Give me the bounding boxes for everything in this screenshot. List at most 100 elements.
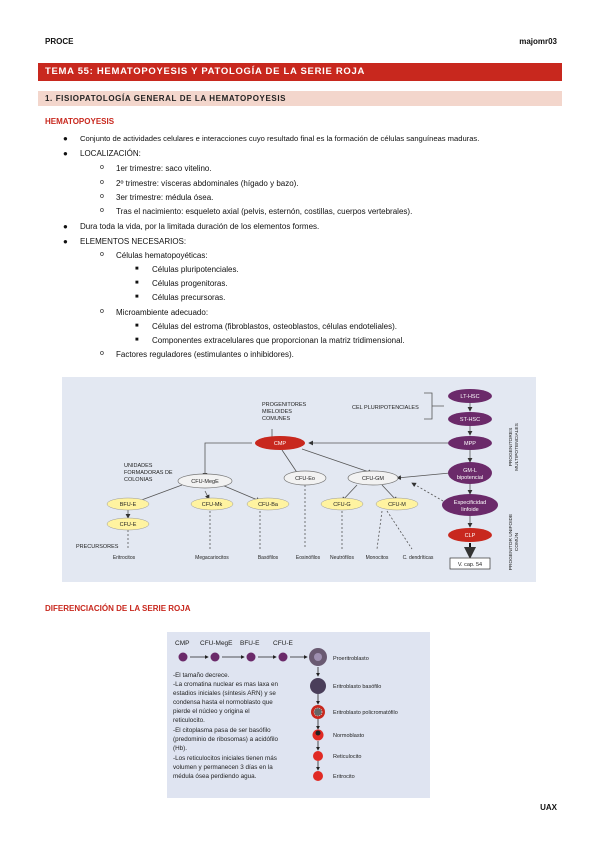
gml-label: GM-L (463, 468, 477, 474)
bottom-cell-label: Basófilos (258, 555, 279, 561)
progenitores-label: PROGENITORES (262, 402, 307, 408)
progenitores-label: MIELOIDES (262, 409, 292, 415)
bullet-dot-icon: ● (63, 222, 68, 231)
precursores-label: PRECURSORES (76, 544, 119, 550)
bullet-text: Tras el nacimiento: esqueleto axial (pel… (116, 207, 413, 216)
stage-label: Normoblasto (333, 733, 364, 739)
bottom-cell-label: C. dendríticas (403, 555, 434, 561)
cfu-m-label: CFU-M (388, 502, 406, 508)
bullet-dot-icon: ● (63, 134, 68, 143)
cfu-mk-cell (190, 497, 234, 511)
unidades-label: COLONIAS (124, 477, 153, 483)
note-line: volumen y permanecen 3 días en la (173, 764, 273, 771)
cfu-e-label: CFU-E (120, 522, 137, 528)
note-line: -Los reticulocitos iniciales tienen más (173, 755, 277, 762)
st-hsc-cell (448, 412, 492, 426)
eritrocito-cell (313, 771, 323, 781)
subheading-serie-roja: DIFERENCIACIÓN DE LA SERIE ROJA (45, 604, 191, 613)
bullet-text: 3er trimestre: médula ósea. (116, 193, 214, 202)
clp-cell (448, 528, 492, 542)
cmp-cell (255, 436, 305, 450)
bullet-circle-icon: o (100, 179, 104, 186)
stage-label: Reticulocito (333, 754, 361, 760)
note-line: -El citoplasma pasa de ser basófilo (173, 727, 271, 734)
cfu-mege-label: CFU-MegE (191, 479, 219, 485)
cmp-dot (178, 652, 188, 662)
bottom-cell-label: Eritrocitos (113, 555, 136, 561)
bullet-text: Conjunto de actividades celulares e inte… (80, 134, 480, 143)
stage-label: Eritroblasto basófilo (333, 684, 381, 690)
policromatofilo-nucleus (313, 707, 323, 717)
bullet-circle-icon: o (100, 193, 104, 200)
note-line: (predominio de ribosomas) a acidófilo (173, 736, 278, 743)
bfu-e-dot (246, 652, 256, 662)
bfu-e-cell (106, 497, 150, 511)
bullet-text: ELEMENTOS NECESARIOS: (80, 237, 187, 246)
progenitores-multi-label: PROGENITORES (508, 428, 514, 467)
note-line: condensa hasta el normoblasto que (173, 699, 273, 706)
vcap-box (449, 557, 491, 570)
cfu-eo-label: CFU-Eo (295, 476, 315, 482)
cel-pluri-label: CEL PLURIPOTENCIALES (352, 405, 419, 411)
stage-top-label: CFU-MegE (200, 640, 233, 647)
gml-label: bipotencial (457, 475, 483, 481)
mpp-cell (448, 436, 492, 450)
bullet-text: 2º trimestre: vísceras abdominales (híga… (116, 179, 299, 188)
bullet-text: Células hematopoyéticas: (116, 251, 208, 260)
bullet-circle-icon: o (100, 308, 104, 315)
st-hsc-label: ST-HSC (460, 417, 480, 423)
stage-label: Proeritroblasto (333, 656, 369, 662)
cfu-mege-cell (177, 473, 233, 489)
bullet-dot-icon: ● (63, 149, 68, 158)
cfu-g-label: CFU-G (333, 502, 350, 508)
cfu-gm-label: CFU-GM (362, 476, 384, 482)
especificidad-label: linfoide (461, 507, 478, 513)
header-left: PROCE (45, 37, 74, 46)
bullet-circle-icon: o (100, 251, 104, 258)
note-line: -El tamaño decrece. (173, 672, 230, 679)
bullet-text: Células precursoras. (152, 293, 226, 302)
hematopoiesis-diagram: PROGENITORES MIELOIDES COMUNES CEL PLURI… (62, 377, 536, 582)
normoblasto-nucleus (315, 730, 321, 736)
bullet-text: 1er trimestre: saco vitelino. (116, 164, 212, 173)
stage-top-label: BFU-E (240, 640, 260, 647)
bottom-cell-label: Monocitos (366, 555, 389, 561)
bullet-square-icon: ■ (135, 337, 139, 343)
stage-top-label: CMP (175, 640, 189, 647)
bullet-text: Componentes extracelulares que proporcio… (152, 336, 405, 345)
unidades-label: UNIDADES (124, 463, 153, 469)
especificidad-cell (442, 494, 498, 516)
bullet-text: Células del estroma (fibroblastos, osteo… (152, 322, 398, 331)
cfu-mk-label: CFU-Mk (202, 502, 223, 508)
bullet-square-icon: ■ (135, 323, 139, 329)
bfu-e-label: BFU-E (120, 502, 137, 508)
bullet-circle-icon: o (100, 350, 104, 357)
cfu-e-cell (106, 517, 150, 531)
bottom-cell-label: Megacariocitos (195, 555, 229, 561)
bullet-text: Células pluripotenciales. (152, 265, 239, 274)
red-series-diagram: CMP CFU-MegE BFU-E CFU-E Proeritroblasto… (167, 632, 430, 798)
progenitor-unifoide-label: COMÚN (513, 532, 520, 551)
lt-hsc-label: LT-HSC (460, 394, 479, 400)
bullet-square-icon: ■ (135, 294, 139, 300)
proeritroblasto-nucleus (314, 653, 322, 661)
cfu-ba-cell (246, 497, 290, 511)
cfu-eo-cell (283, 470, 327, 486)
bullet-text: Dura toda la vida, por la limitada durac… (80, 222, 320, 231)
bullet-square-icon: ■ (135, 266, 139, 272)
clp-label: CLP (465, 533, 476, 539)
bullet-circle-icon: o (100, 164, 104, 171)
cfu-ba-label: CFU-Ba (258, 502, 279, 508)
note-line: reticulocito. (173, 717, 205, 724)
cfu-g-cell (320, 497, 364, 511)
section-title: 1. FISIOPATOLOGÍA GENERAL DE LA HEMATOPO… (38, 91, 562, 106)
lt-hsc-cell (448, 389, 492, 403)
mpp-label: MPP (464, 441, 476, 447)
stage-label: Eritroblasto policromatófilo (333, 710, 398, 716)
bullet-dot-icon: ● (63, 237, 68, 246)
bullet-text: Factores reguladores (estimulantes o inh… (116, 350, 294, 359)
bullet-text: Células progenitoras. (152, 279, 228, 288)
eritroblasto-basofilo-cell (310, 678, 326, 694)
note-line: médula ósea perdiendo agua. (173, 773, 257, 780)
stage-top-label: CFU-E (273, 640, 294, 647)
